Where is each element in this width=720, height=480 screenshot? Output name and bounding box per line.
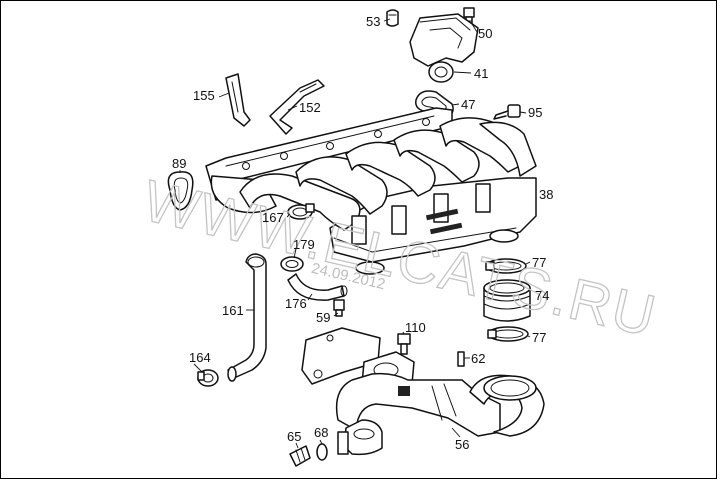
callout-labels: 53 50 41 155 152 47 95 89 38 167 179 77 … bbox=[172, 14, 553, 452]
part-110-bolt bbox=[397, 333, 411, 355]
callout-77-upper: 77 bbox=[532, 255, 546, 270]
part-53-cap bbox=[386, 9, 399, 27]
callout-62: 62 bbox=[471, 351, 485, 366]
part-65-fitting bbox=[289, 445, 311, 467]
part-56-intake-pipe bbox=[301, 327, 545, 456]
callout-38: 38 bbox=[539, 187, 553, 202]
callout-161: 161 bbox=[222, 303, 244, 318]
callout-179: 179 bbox=[293, 237, 315, 252]
callout-176: 176 bbox=[285, 296, 307, 311]
part-161-hose bbox=[227, 253, 267, 382]
callout-41: 41 bbox=[474, 66, 488, 81]
callout-50: 50 bbox=[478, 26, 492, 41]
callout-53: 53 bbox=[366, 14, 380, 29]
part-41-housing bbox=[409, 13, 479, 83]
part-59-fitting bbox=[333, 299, 345, 317]
callout-164: 164 bbox=[189, 350, 211, 365]
part-176-hose bbox=[287, 273, 348, 301]
part-74-sleeve bbox=[483, 279, 531, 322]
callout-59: 59 bbox=[316, 310, 330, 325]
part-164-clamp bbox=[197, 369, 219, 387]
part-167-clamp bbox=[287, 203, 315, 220]
callout-47: 47 bbox=[461, 97, 475, 112]
callout-152: 152 bbox=[299, 100, 321, 115]
callout-110: 110 bbox=[405, 320, 426, 335]
callout-74: 74 bbox=[535, 288, 549, 303]
part-155-bracket bbox=[225, 73, 251, 127]
part-77-clamp-upper bbox=[485, 258, 527, 274]
part-152-bracket bbox=[269, 79, 325, 135]
part-95-bolt bbox=[493, 104, 521, 120]
part-38-intake-manifold bbox=[205, 107, 537, 275]
callout-89: 89 bbox=[172, 156, 186, 171]
callout-65: 65 bbox=[287, 429, 301, 444]
callout-56: 56 bbox=[455, 437, 469, 452]
callout-155: 155 bbox=[193, 88, 215, 103]
callout-167: 167 bbox=[262, 210, 284, 225]
leader-lines bbox=[179, 18, 537, 449]
part-77-clamp-lower bbox=[487, 326, 529, 342]
part-89-gasket bbox=[167, 171, 194, 211]
part-68-ring bbox=[316, 443, 328, 461]
callout-68: 68 bbox=[314, 425, 328, 440]
callout-77-lower: 77 bbox=[532, 330, 546, 345]
part-179-clamp bbox=[280, 256, 304, 272]
part-62-pin bbox=[457, 351, 465, 367]
callout-95: 95 bbox=[528, 105, 542, 120]
